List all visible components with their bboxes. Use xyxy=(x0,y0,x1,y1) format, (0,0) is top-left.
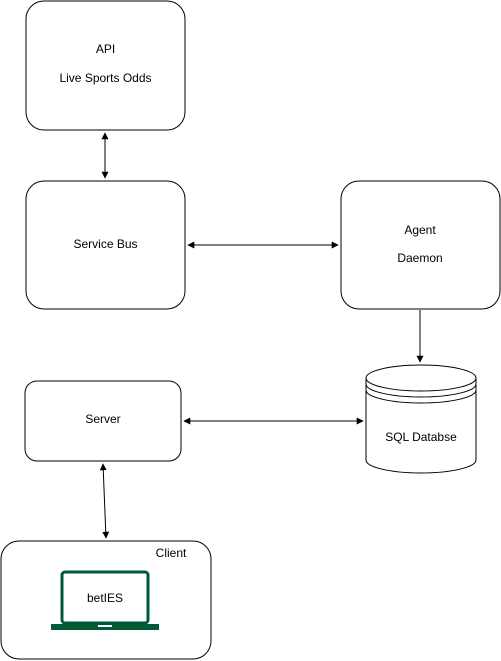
api-node: API Live Sports Odds xyxy=(25,0,186,131)
laptop-label: betIES xyxy=(87,591,123,605)
server-node: Server xyxy=(24,380,182,462)
database-label: SQL Databse xyxy=(385,430,457,444)
agent-node: Agent Daemon xyxy=(340,180,501,310)
agent-node-title: Agent xyxy=(404,223,436,237)
database-node: SQL Databse xyxy=(365,364,477,474)
client-label: Client xyxy=(156,546,187,560)
server-label: Server xyxy=(85,412,120,426)
agent-node-subtitle: Daemon xyxy=(397,251,442,265)
laptop-icon: betIES xyxy=(51,570,159,630)
service-bus-label: Service Bus xyxy=(73,237,137,251)
edge-server-client xyxy=(99,463,110,539)
service-bus-node: Service Bus xyxy=(25,180,186,310)
api-node-subtitle: Live Sports Odds xyxy=(59,71,151,85)
api-node-title: API xyxy=(96,42,115,56)
